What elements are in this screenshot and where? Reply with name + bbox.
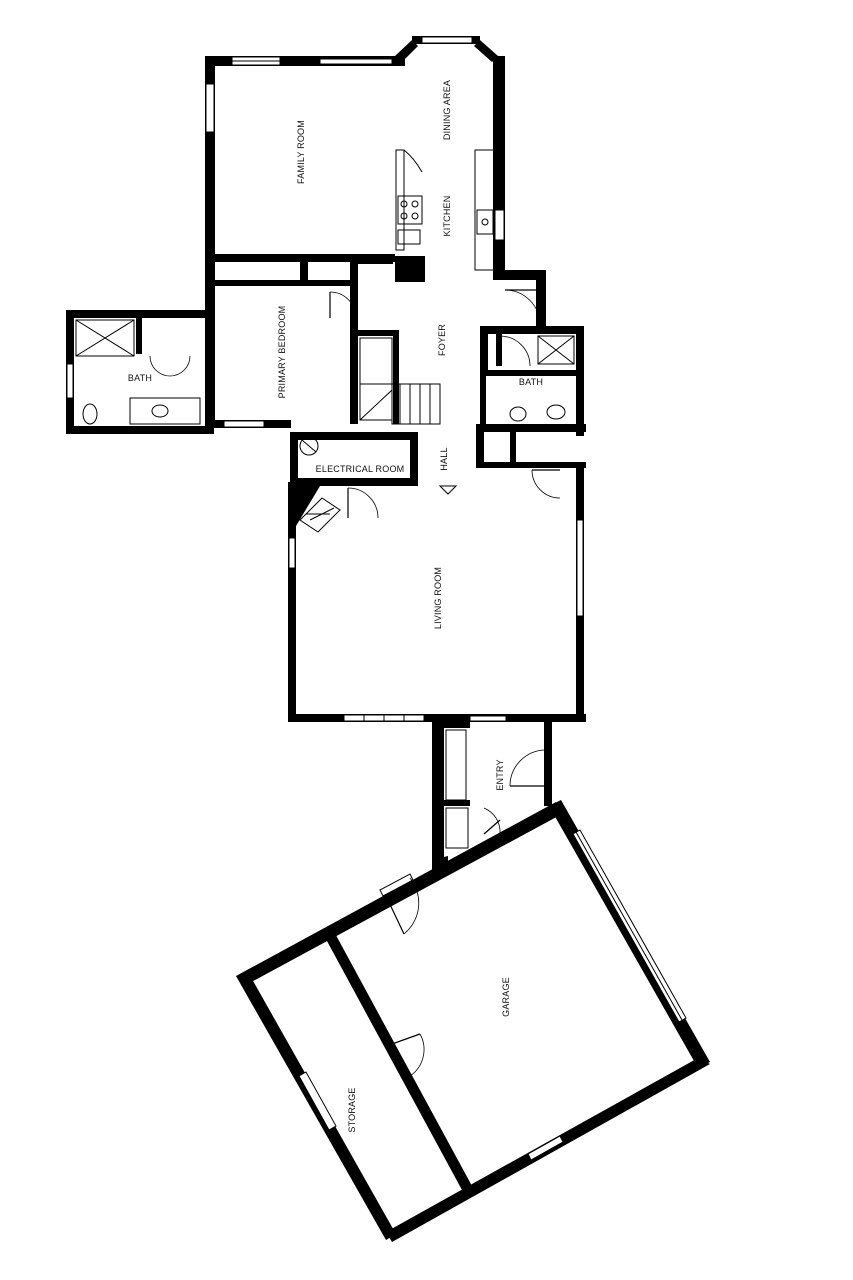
hall-arrow xyxy=(438,485,458,495)
entry-walls xyxy=(432,716,552,862)
garage-walls xyxy=(236,800,710,1242)
garage-doors xyxy=(385,877,425,1077)
bedroom-door xyxy=(329,291,357,319)
label-family-room: FAMILY ROOM xyxy=(296,120,306,184)
bedroom-window xyxy=(223,420,265,428)
fireplace xyxy=(299,497,341,533)
label-entry: ENTRY xyxy=(495,759,505,790)
label-electrical-room: ELECTRICAL ROOM xyxy=(316,464,405,474)
label-hall: HALL xyxy=(439,447,449,470)
label-living-room: LIVING ROOM xyxy=(433,567,443,629)
label-bath-left: BATH xyxy=(128,373,152,383)
electrical-room-walls xyxy=(290,432,586,486)
left-bath-fixtures xyxy=(75,319,201,425)
electrical-door xyxy=(347,487,379,519)
label-foyer: FOYER xyxy=(437,324,447,356)
foyer-door xyxy=(504,289,541,326)
label-primary-bedroom: PRIMARY BEDROOM xyxy=(277,306,287,399)
left-bath-walls xyxy=(66,310,214,434)
kitchen-counters xyxy=(395,149,496,271)
living-room-windows xyxy=(288,519,584,722)
label-storage: STORAGE xyxy=(347,1087,357,1132)
living-room-door xyxy=(531,469,561,499)
staircase xyxy=(359,337,441,425)
left-bath-window xyxy=(66,363,74,399)
garage-windows xyxy=(298,829,687,1161)
label-bath-right: BATH xyxy=(519,377,543,387)
foyer-walls xyxy=(358,256,586,436)
label-garage: GARAGE xyxy=(501,977,511,1017)
water-heater xyxy=(299,436,319,456)
entry-closet xyxy=(445,729,469,849)
label-kitchen: KITCHEN xyxy=(442,196,452,237)
entry-door xyxy=(483,749,547,835)
right-bath-fixtures xyxy=(499,335,575,422)
entry-window xyxy=(469,715,507,722)
label-dining-area: DINING AREA xyxy=(442,80,452,140)
